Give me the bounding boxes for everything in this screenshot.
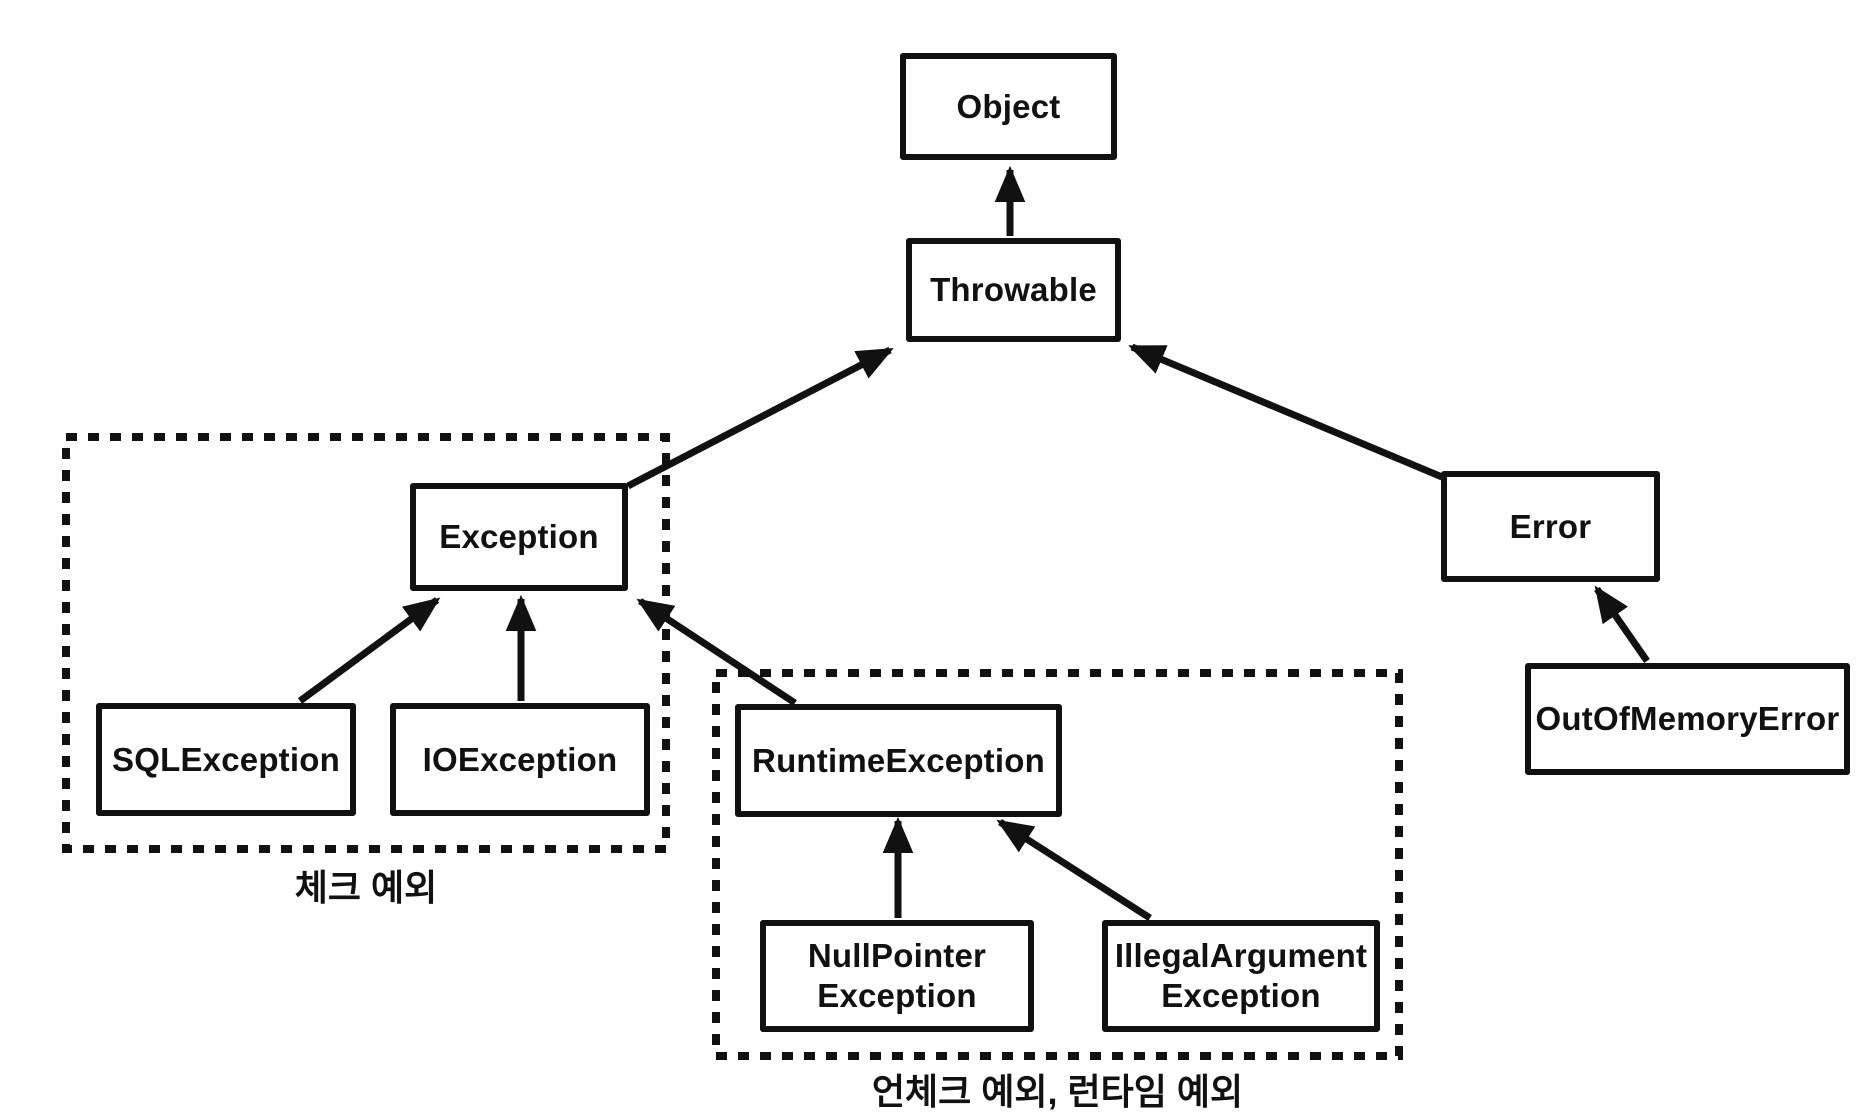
node-out-of-memory-error: OutOfMemoryError — [1525, 663, 1850, 775]
arrow-error-to-throwable — [1128, 343, 1444, 481]
arrow-exception-to-throwable — [626, 346, 894, 490]
node-exception: Exception — [410, 483, 628, 591]
group-unchecked-caption: 언체크 예외, 런타임 예외 — [871, 1071, 1244, 1112]
node-runtime-exception: RuntimeException — [735, 704, 1062, 817]
node-exception-label: Exception — [439, 518, 599, 555]
arrow-sqlexception-to-exception — [297, 597, 441, 704]
group-unchecked-outline — [712, 669, 1403, 1060]
node-error: Error — [1441, 471, 1660, 582]
node-illegal-argument-exception-label-line1: IllegalArgument — [1114, 937, 1368, 974]
node-out-of-memory-error-label: OutOfMemoryError — [1535, 700, 1840, 737]
node-throwable: Throwable — [906, 238, 1121, 342]
arrow-outofmemoryerror-to-error — [1594, 585, 1650, 663]
node-illegal-argument-exception: IllegalArgument Exception — [1102, 920, 1380, 1032]
arrow-illegalargument-to-runtimeexception — [996, 819, 1152, 921]
node-object: Object — [900, 53, 1117, 160]
node-null-pointer-exception-label-line2: Exception — [817, 977, 977, 1014]
node-error-label: Error — [1509, 507, 1592, 545]
node-sql-exception-label: SQLException — [112, 740, 340, 778]
group-checked-caption: 체크 예외 — [294, 867, 438, 908]
node-illegal-argument-exception-label-line2: Exception — [1161, 977, 1321, 1014]
node-object-label: Object — [956, 87, 1061, 125]
node-sql-exception: SQLException — [96, 703, 356, 816]
node-io-exception-label: IOException — [422, 740, 618, 778]
node-throwable-label: Throwable — [930, 271, 1097, 308]
node-null-pointer-exception: NullPointer Exception — [760, 920, 1034, 1032]
node-runtime-exception-label: RuntimeException — [752, 741, 1045, 779]
arrow-runtimeexception-to-exception — [636, 598, 797, 706]
node-io-exception: IOException — [390, 703, 650, 816]
node-null-pointer-exception-label-line1: NullPointer — [807, 937, 987, 974]
